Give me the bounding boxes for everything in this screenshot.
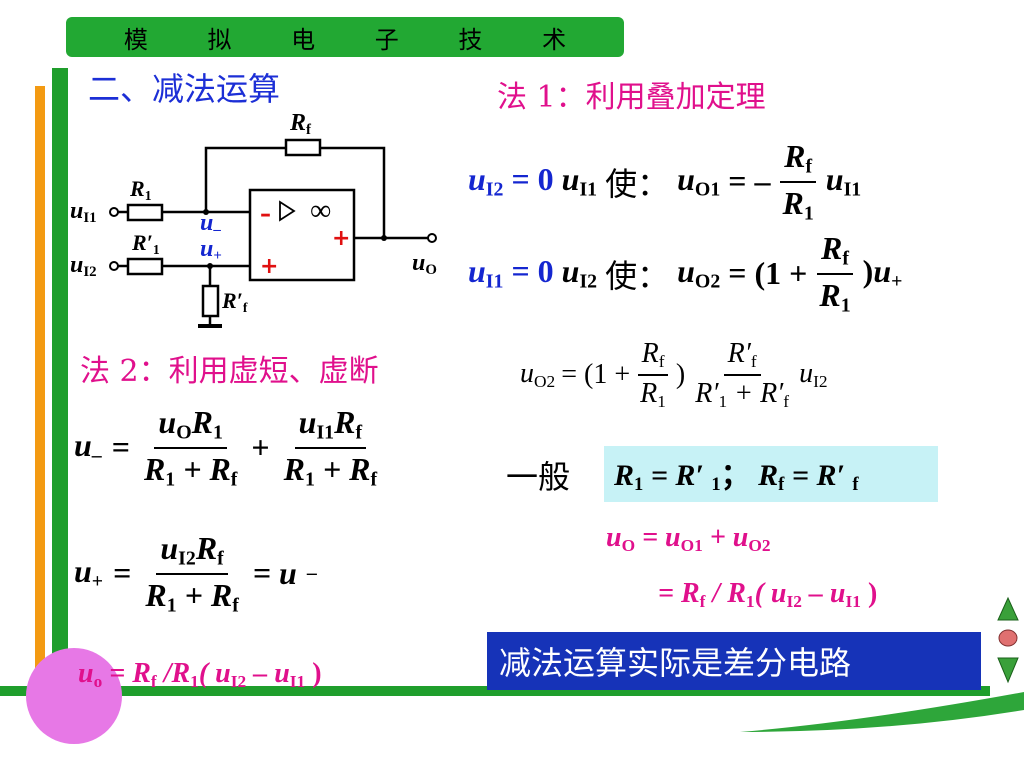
- ui1-terminal-label: uI1: [70, 198, 97, 227]
- method1-title: 法 1：利用叠加定理: [497, 80, 766, 115]
- bottom-green-bar: [0, 686, 990, 696]
- rf-prime-label: R′f: [222, 288, 248, 315]
- method2-title: 法 2：利用虚短、虚断: [80, 354, 379, 389]
- left-orange-bar: [35, 86, 45, 711]
- subtractor-circuit: [109, 138, 437, 328]
- nav-home-icon[interactable]: [998, 629, 1018, 647]
- nav-up-icon[interactable]: [997, 596, 1019, 621]
- ui2-terminal-label: uI2: [70, 252, 97, 281]
- uo-result-formula: = Rf / R1( uI2 – uI1 ): [658, 578, 878, 611]
- header-bar: 模 拟 电 子 技 术: [66, 17, 624, 57]
- header-title: 模 拟 电 子 技 术: [123, 25, 593, 54]
- condition-formula: R1 = R′ 1； Rf = R′ f: [614, 459, 859, 496]
- result-box: 减法运算实际是差分电路: [487, 632, 981, 690]
- section-title: 二、减法运算: [88, 70, 281, 108]
- r1-prime-label: R′1: [132, 230, 160, 257]
- nav-down-icon[interactable]: [997, 657, 1019, 684]
- r1-label: R1: [130, 176, 152, 203]
- condition-box: [604, 446, 938, 502]
- u-minus-node-label: u–: [200, 210, 221, 239]
- uo-sum-formula: uO = uO1 + uO2: [606, 522, 771, 555]
- result-text: 减法运算实际是差分电路: [499, 644, 852, 682]
- slide-nav: [997, 596, 1019, 684]
- decorative-swoosh: [740, 692, 1024, 732]
- non-inverting-sign: +: [260, 254, 279, 279]
- infinity-gain-symbol: ∞: [310, 194, 332, 227]
- left-green-bar: [52, 68, 68, 708]
- general-label: 一般: [506, 458, 571, 496]
- logo-circle: [26, 648, 122, 744]
- final-formula: uo = Rf /R1( uI2 – uI1 ): [78, 658, 322, 691]
- u-plus-node-label: u+: [200, 236, 222, 265]
- output-sign: +: [332, 226, 351, 251]
- rf-label: Rf: [290, 110, 311, 139]
- inverting-sign: –: [260, 202, 271, 227]
- uo-terminal-label: uO: [412, 250, 437, 279]
